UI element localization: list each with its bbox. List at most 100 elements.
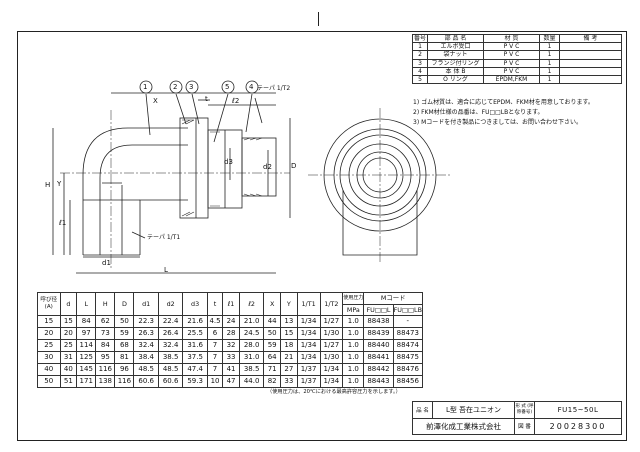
cell: 3 [412,58,428,68]
drawing-sheet-frame [17,31,627,441]
spec-cell: 116 [114,375,135,388]
spec-cell: 27 [280,363,298,376]
balloon-2: 2 [173,83,178,91]
title-row-1: 品 名 L型 吾在ユニオン 形 式 (呼称番号) FU15~50L [412,401,622,419]
spec-cell: 1/37 [296,375,321,388]
spec-cell: 145 [76,363,97,376]
spec-cell: 1.0 [342,363,365,376]
spec-cell: 1/34 [296,339,321,352]
spec-cell: 97 [76,327,97,340]
dim-h: H [45,181,51,189]
spec-cell: 48.5 [133,363,159,376]
cell: 袋ナット [427,50,484,60]
dim-d3: d3 [224,158,233,166]
spec-header-row-1: 呼び径 (A) d L H D d1 d2 d3 t ℓ1 ℓ2 X Y 1/T… [37,292,423,316]
spec-cell: 88473 [392,327,424,340]
spec-cell: 51 [59,375,78,388]
spec-cell: 24.5 [238,327,265,340]
cell: 1 [412,42,428,52]
spec-cell: 116 [95,363,116,376]
cell: P V C [483,50,540,60]
dim-d1: d1 [102,259,111,267]
spec-cell: 21.6 [182,315,208,328]
spec-cell: 20 [59,327,78,340]
spec-cell: 33 [280,375,298,388]
spec-cell: 1/37 [296,363,321,376]
spec-cell: 20 [37,327,61,340]
spec-header-d3: d3 [182,292,208,316]
spec-cell: 88438 [363,315,394,328]
spec-cell: 88440 [363,339,394,352]
spec-cell: 38.4 [133,351,159,364]
spec-cell: 88441 [363,351,394,364]
title-company: 前澤化成工業株式会社 [412,417,515,435]
note-2: 2) FKM材仕様の品番は、FU□□LBとなります。 [413,109,544,116]
pressure-footnote: （使用圧力は、20℃における最高許容圧力を示します。） [267,389,401,395]
balloon-5: 5 [225,83,230,91]
dim-t: t [205,95,208,103]
spec-cell: 1/34 [296,327,321,340]
spec-cell: 7 [206,351,224,364]
spec-header-h: H [95,292,116,316]
spec-cell: 38.5 [157,351,184,364]
cell: 2 [412,50,428,60]
spec-cell: 7 [206,339,224,352]
cell: 1 [539,75,560,85]
elbow-side-view [52,92,291,274]
title-model-label: 形 式 (呼称番号) [514,401,535,419]
dim-l1: ℓ1 [59,219,67,227]
spec-cell: 59.3 [182,375,208,388]
spec-cell: 18 [280,339,298,352]
cell: 1 [539,50,560,60]
spec-header-d2: d2 [157,292,184,316]
spec-cell: 31.0 [238,351,265,364]
title-product-name: L型 吾在ユニオン [432,401,515,419]
spec-header-d: d [59,292,78,316]
title-doc-label: 図 番 [514,417,535,435]
spec-cell: 40 [59,363,78,376]
spec-cell: 30 [37,351,61,364]
spec-header-mcode-fu-l: FU□□L [363,303,394,316]
title-doc-no: 20028300 [534,417,622,435]
spec-header-nominal: 呼び径 (A) [37,292,61,316]
spec-cell: 1.0 [342,375,365,388]
spec-cell: 1.0 [342,315,365,328]
note-1: 1) ゴム材質は、適合に応じてEPDM、FKM材を用意しております。 [413,99,594,106]
parts-header-material: 材 質 [483,33,540,44]
spec-cell: 1/27 [319,315,344,328]
spec-cell: 73 [95,327,116,340]
cell: 5 [412,75,428,85]
spec-cell: 1.0 [342,327,365,340]
spec-cell: 62 [95,315,116,328]
spec-cell: 28 [222,327,240,340]
spec-cell: - [392,315,424,328]
spec-cell: 44 [263,315,282,328]
spec-cell: 96 [114,363,135,376]
notes-block: 1) ゴム材質は、適合に応じてEPDM、FKM材を用意しております。 2) FK… [413,98,594,128]
spec-cell: 125 [76,351,97,364]
spec-cell: 13 [280,315,298,328]
spec-cell: 40 [37,363,61,376]
spec-cell: 1/27 [319,339,344,352]
spec-cell: 21 [280,351,298,364]
parts-table-header: 番号 部 品 名 材 質 数量 備 考 [412,33,622,44]
spec-cell: 32 [222,339,240,352]
spec-header-mcode: Mコード [363,292,423,305]
spec-cell: 10 [206,375,224,388]
spec-cell: 1/34 [296,351,321,364]
spec-cell: 47 [222,375,240,388]
taper-1-label: テーパ 1/T1 [147,234,181,241]
sheet-top-mark [318,12,319,26]
cell: P V C [483,58,540,68]
balloon-3: 3 [189,83,194,91]
spec-cell: 1.0 [342,339,365,352]
spec-cell: 4.5 [206,315,224,328]
taper-2-label: テーパ 1/T2 [257,85,291,92]
parts-header-qty: 数量 [539,33,560,44]
spec-cell: 1/34 [319,375,344,388]
spec-header-pressure-unit: MPa [342,303,365,316]
